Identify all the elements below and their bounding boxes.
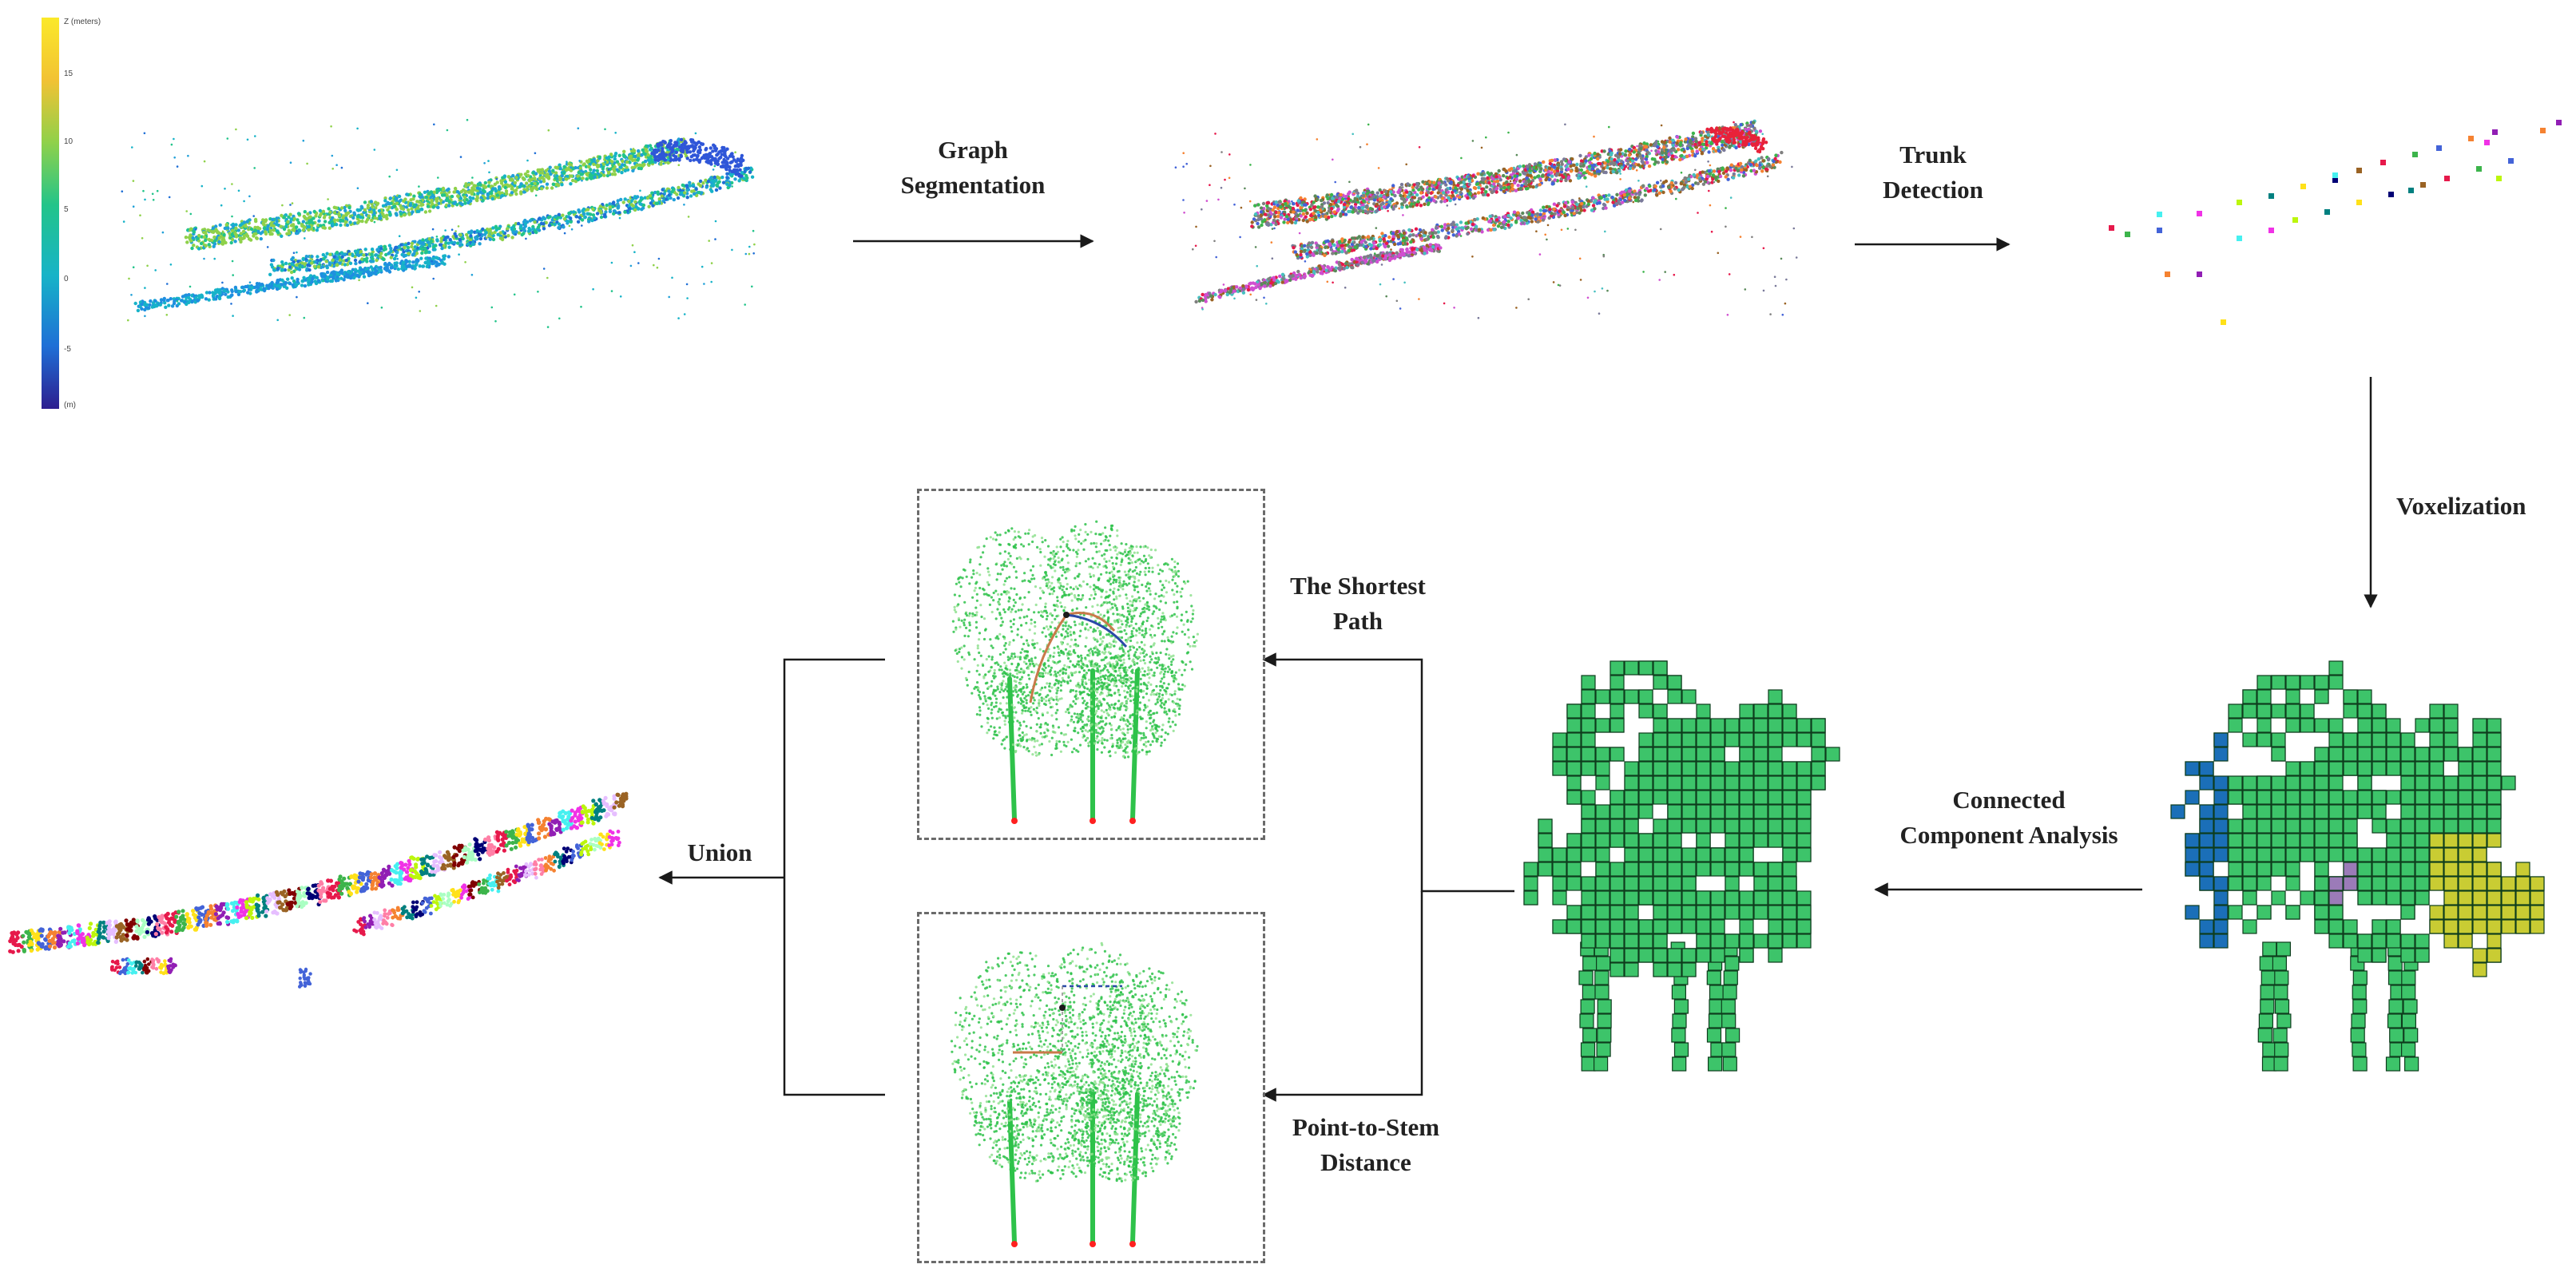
label-voxelization: Voxelization: [2396, 492, 2526, 520]
colorbar-tick: -5: [64, 345, 71, 354]
label-trunk-detection: Trunk Detection: [1883, 141, 1983, 204]
height-colorbar: Z (meters) 15 10 5 0 -5 (m): [42, 18, 101, 410]
point-to-stem-trees-panel: [950, 941, 1199, 1247]
label-shortest-path: The Shortest Path: [1290, 572, 1426, 635]
label-connected-component-analysis: Connected Component Analysis: [1899, 786, 2118, 849]
colorbar-unit: (m): [64, 401, 76, 410]
graph-segmented-point-cloud-panel: [1174, 119, 1798, 319]
label-point-to-stem-distance: Point-to-Stem Distance: [1292, 1113, 1440, 1176]
arrow-to-point-to-stem: [1262, 891, 1423, 1102]
colorbar-tick: 5: [64, 205, 69, 214]
shortest-path-box: [917, 489, 1265, 840]
colorbar-tick: 15: [64, 69, 73, 78]
connected-component-voxels-panel: [1523, 660, 1840, 1072]
colorbar-tick: 0: [64, 275, 69, 283]
flow-arrows: [658, 234, 2378, 1102]
colorbar-gradient: [42, 18, 59, 409]
union-bracket: [783, 658, 885, 1096]
shortest-path-trees-panel: [951, 520, 1199, 824]
detected-trunks-panel: [2109, 120, 2562, 325]
arrow-to-shortest-path: [1262, 652, 1514, 893]
label-graph-segmentation: Graph Segmentation: [900, 136, 1046, 199]
colorbar-tick: 10: [64, 137, 73, 146]
final-instance-segmentation-panel: [8, 791, 629, 989]
voxelized-trees-panel: [2170, 660, 2545, 1072]
colorbar-title: Z (meters): [64, 18, 101, 26]
raw-point-cloud-panel: [121, 118, 756, 328]
point-to-stem-box: [917, 912, 1265, 1263]
label-union: Union: [687, 838, 752, 866]
